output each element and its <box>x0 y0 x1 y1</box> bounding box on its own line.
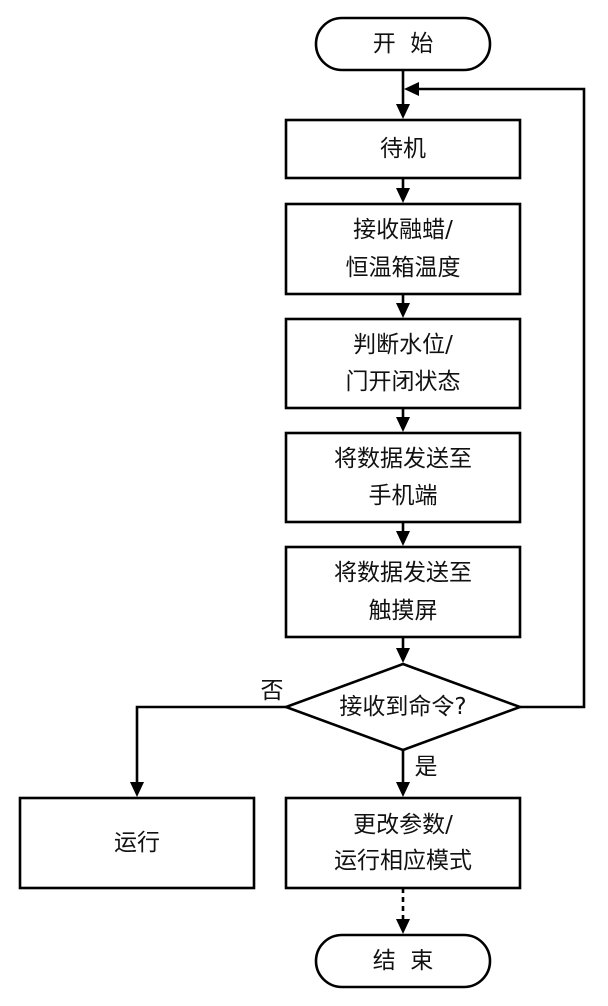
standby-node: 待机 <box>284 118 522 180</box>
end-label: 结 束 <box>373 948 434 974</box>
receive-temperature-node: 接收融蜡/ 恒温箱温度 <box>284 202 522 296</box>
send-to-touchscreen-node: 将数据发送至 触摸屏 <box>284 545 522 639</box>
judge-state-line-2: 门开闭状态 <box>346 369 461 395</box>
arrowhead <box>396 782 410 797</box>
send-to-touchscreen-line-1: 将数据发送至 <box>334 560 472 586</box>
arrowhead <box>396 648 410 663</box>
receive-temperature-line-1: 接收融蜡/ <box>353 217 453 243</box>
change-params-node: 更改参数/ 运行相应模式 <box>284 796 522 890</box>
change-params-line-1: 更改参数/ <box>353 812 453 838</box>
start-node: 开 始 <box>314 16 492 72</box>
change-params-line-2: 运行相应模式 <box>334 848 472 874</box>
start-label: 开 始 <box>373 31 434 57</box>
edge-decision-no <box>135 705 286 783</box>
receive-temperature-line-2: 恒温箱温度 <box>346 255 461 281</box>
arrowhead <box>396 919 410 934</box>
judge-state-line-1: 判断水位/ <box>353 332 453 358</box>
command-decision-node: 接收到命令? <box>282 662 524 752</box>
arrowhead <box>396 417 410 432</box>
judge-state-node: 判断水位/ 门开闭状态 <box>284 317 522 410</box>
arrowhead <box>130 782 144 797</box>
arrowhead <box>404 82 419 96</box>
standby-label: 待机 <box>380 136 426 162</box>
edge-decision-loop-back <box>418 87 586 709</box>
arrowhead <box>396 531 410 546</box>
send-to-phone-line-1: 将数据发送至 <box>334 446 472 472</box>
arrowhead <box>396 104 410 119</box>
end-node: 结 束 <box>314 933 492 989</box>
run-label: 运行 <box>114 830 160 856</box>
arrowhead <box>396 188 410 203</box>
yes-branch-label: 是 <box>415 754 438 780</box>
no-branch-label: 否 <box>261 678 284 704</box>
arrowhead <box>396 303 410 318</box>
send-to-touchscreen-line-2: 触摸屏 <box>369 598 438 624</box>
send-to-phone-line-2: 手机端 <box>369 483 438 509</box>
send-to-phone-node: 将数据发送至 手机端 <box>284 431 522 524</box>
command-decision-label: 接收到命令? <box>339 694 466 720</box>
run-node: 运行 <box>18 796 256 890</box>
